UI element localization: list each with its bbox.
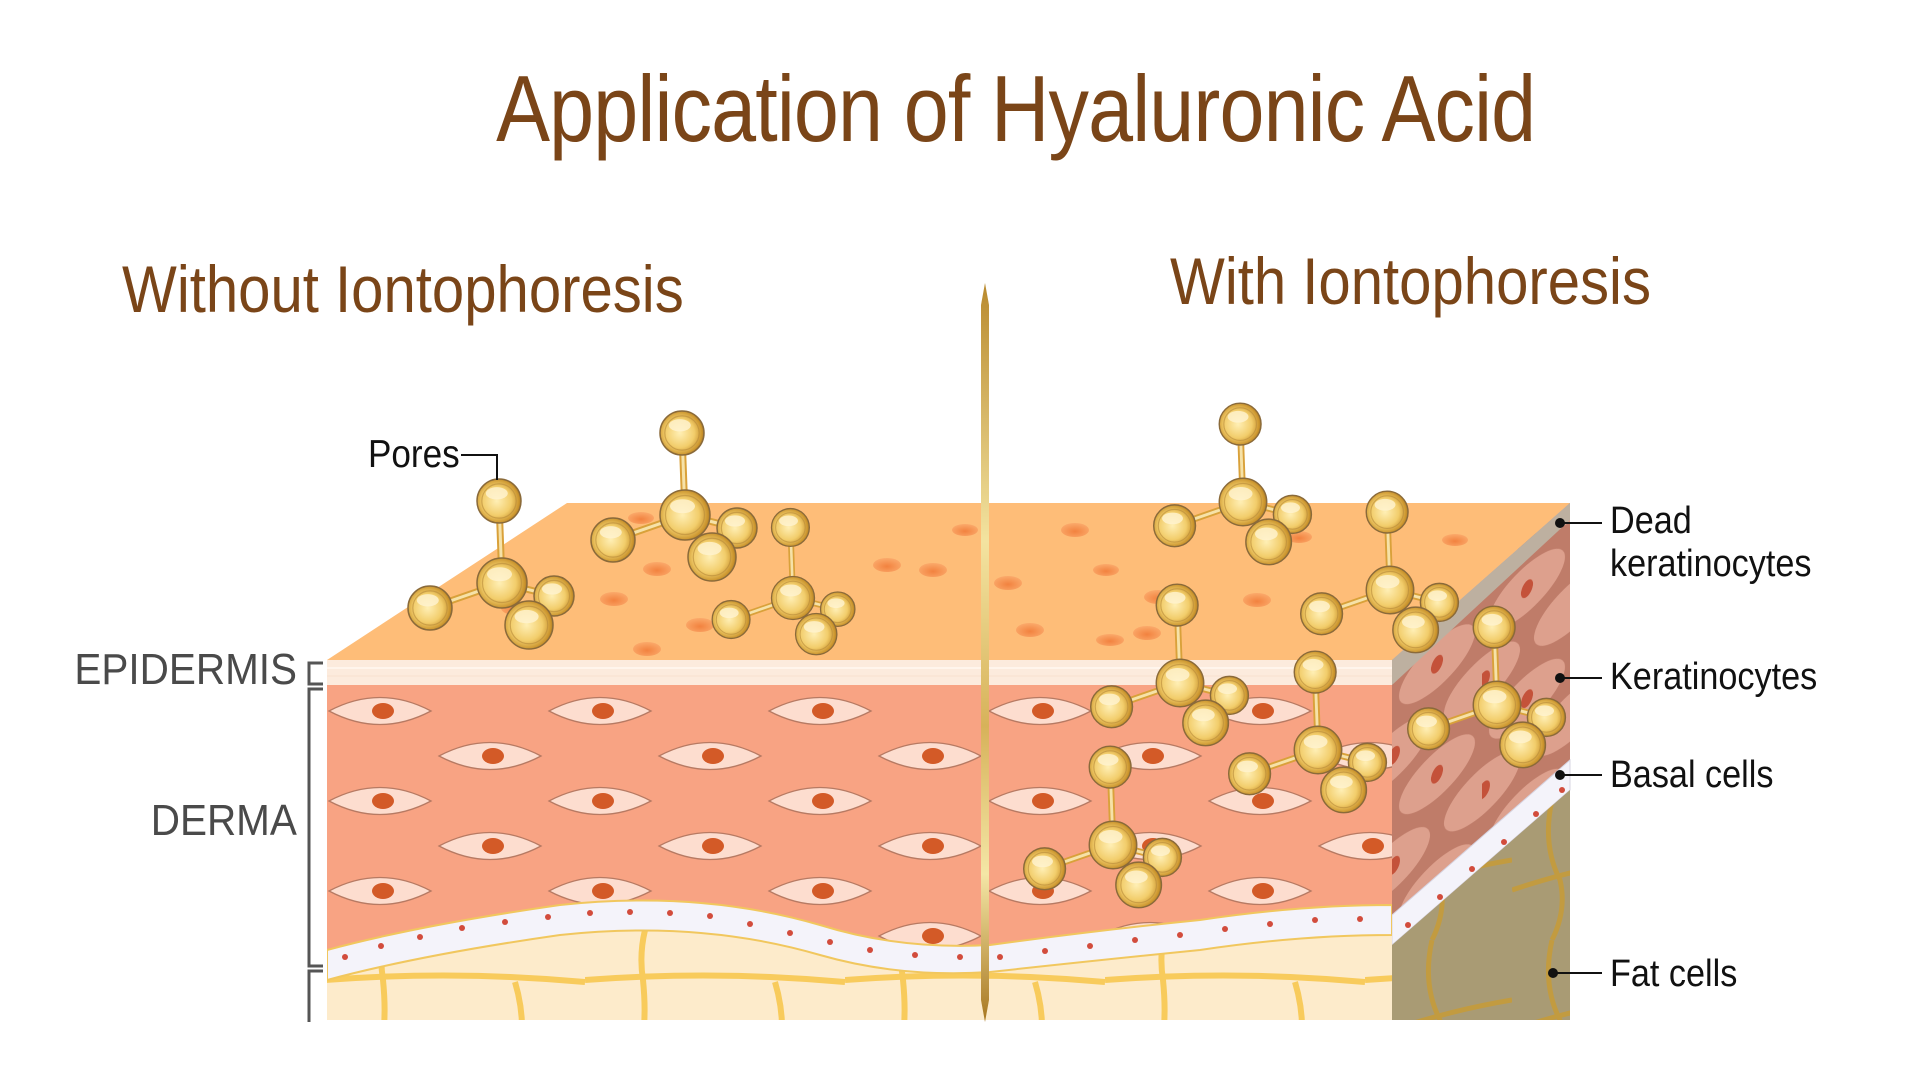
- label-basal-cells: Basal cells: [1610, 754, 1774, 796]
- molecule-icon: [590, 410, 758, 582]
- divider-rod: [981, 283, 989, 1022]
- layer-brackets: [307, 661, 323, 1022]
- label-derma: DERMA: [150, 796, 297, 845]
- page-title: Application of Hyaluronic Acid: [496, 56, 1536, 161]
- label-pores: Pores: [368, 433, 460, 476]
- molecule-icon: [1299, 490, 1460, 654]
- molecule-icon: [1227, 650, 1388, 814]
- basal-cell-nuclei: [342, 909, 1363, 960]
- label-keratinocytes: Keratinocytes: [1610, 656, 1818, 698]
- callout-dots: [1548, 518, 1565, 978]
- molecule-icon: [711, 507, 856, 656]
- molecule-icon: [1089, 583, 1250, 747]
- label-dead-keratinocytes: Dead keratinocytes: [1610, 500, 1812, 585]
- callout-leaders: [461, 454, 1602, 974]
- molecule-icon: [1152, 402, 1313, 566]
- heading-with-iontophoresis: With Iontophoresis: [1170, 244, 1652, 318]
- label-fat-cells: Fat cells: [1610, 953, 1738, 995]
- molecule-icon: [407, 478, 575, 650]
- heading-without-iontophoresis: Without Iontophoresis: [122, 252, 684, 326]
- hyaluronic-acid-molecules: [407, 402, 1567, 909]
- label-epidermis: EPIDERMIS: [74, 645, 297, 694]
- molecule-icon: [1406, 605, 1567, 769]
- molecule-icon: [1022, 745, 1183, 909]
